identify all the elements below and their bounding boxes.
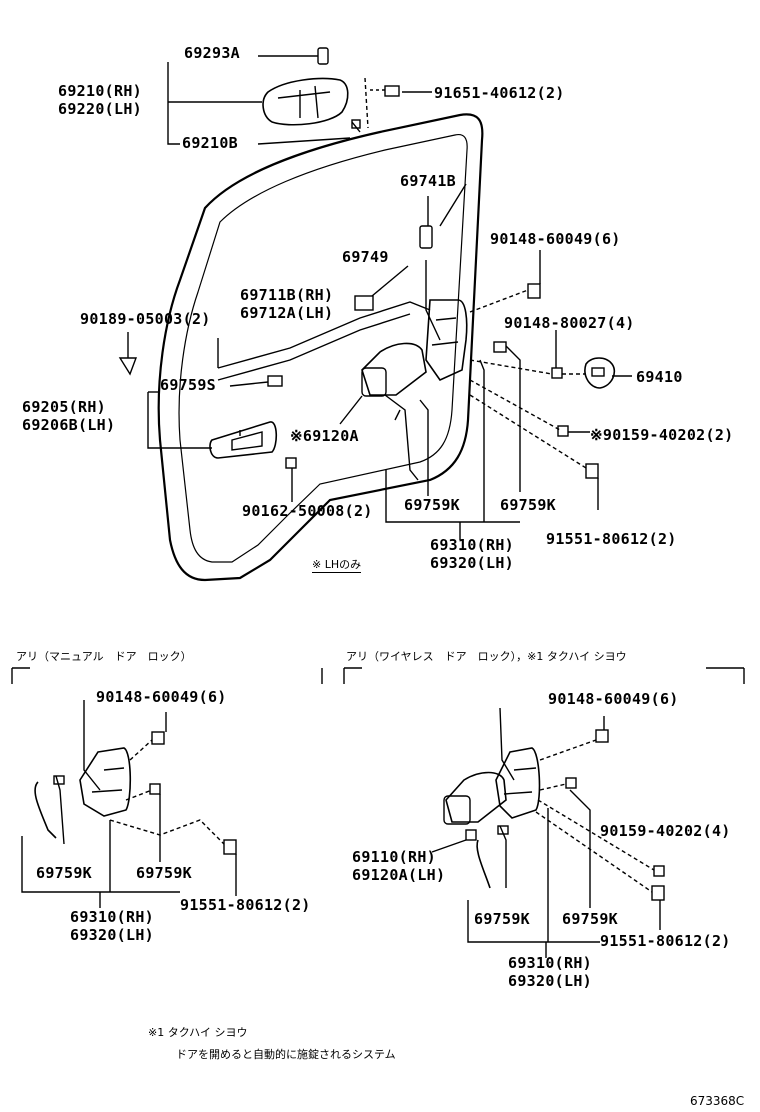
label-69120A: ※69120A bbox=[290, 427, 359, 445]
footnote-line1: ※1 タクハイ シヨウ bbox=[148, 1026, 248, 1039]
lh-only-note: ※ LHのみ bbox=[312, 558, 362, 573]
label-90189: 90189-05003(2) bbox=[80, 310, 211, 328]
label-90148-60049: 90148-60049(6) bbox=[490, 230, 621, 248]
striker bbox=[584, 357, 616, 389]
right-label-69320: 69320(LH) bbox=[508, 972, 592, 990]
right-label-69120A: 69120A(LH) bbox=[352, 866, 446, 884]
lock-assembly-wireless bbox=[495, 707, 541, 819]
label-69205: 69205(RH) bbox=[22, 398, 106, 416]
label-69210-rh: 69210(RH) bbox=[58, 82, 142, 100]
inside-handle bbox=[209, 421, 278, 459]
door-lock-actuator-lower bbox=[443, 771, 507, 825]
label-90162: 90162-50008(2) bbox=[242, 502, 373, 520]
right-label-91551: 91551-80612(2) bbox=[600, 932, 731, 950]
right-label-69110: 69110(RH) bbox=[352, 848, 436, 866]
label-90159: ※90159-40202(2) bbox=[590, 426, 734, 444]
right-label-69759K-b: 69759K bbox=[562, 910, 618, 928]
label-69410: 69410 bbox=[636, 368, 683, 386]
right-label-69759K-a: 69759K bbox=[474, 910, 530, 928]
label-69759S: 69759S bbox=[160, 376, 216, 394]
label-69712A: 69712A(LH) bbox=[240, 304, 334, 322]
right-label-90148: 90148-60049(6) bbox=[548, 690, 679, 708]
lock-assembly-manual bbox=[79, 700, 132, 817]
label-69749: 69749 bbox=[342, 248, 389, 266]
label-69310: 69310(RH) bbox=[430, 536, 514, 554]
label-69220-lh: 69220(LH) bbox=[58, 100, 142, 118]
left-label-69759K-a: 69759K bbox=[36, 864, 92, 882]
label-69711B: 69711B(RH) bbox=[240, 286, 334, 304]
right-label-90159: 90159-40202(4) bbox=[600, 822, 731, 840]
left-label-91551: 91551-80612(2) bbox=[180, 896, 311, 914]
screw-91651 bbox=[370, 85, 400, 97]
footnote-line2: ドアを開めると自動的に施錠されるシステム bbox=[176, 1048, 396, 1061]
left-label-69759K-b: 69759K bbox=[136, 864, 192, 882]
diagram-id: 673368C bbox=[690, 1094, 745, 1108]
door-lock-actuator bbox=[361, 342, 427, 397]
label-69206B: 69206B(LH) bbox=[22, 416, 116, 434]
label-69320: 69320(LH) bbox=[430, 554, 514, 572]
label-69759K-b: 69759K bbox=[500, 496, 556, 514]
label-91651: 91651-40612(2) bbox=[434, 84, 565, 102]
door-frame bbox=[157, 113, 484, 582]
label-91551: 91551-80612(2) bbox=[546, 530, 677, 548]
label-90148-80027: 90148-80027(4) bbox=[504, 314, 635, 332]
left-label-90148: 90148-60049(6) bbox=[96, 688, 227, 706]
handle-cap bbox=[317, 47, 329, 65]
label-69741B: 69741B bbox=[400, 172, 456, 190]
lock-assembly bbox=[425, 299, 468, 382]
right-label-69310: 69310(RH) bbox=[508, 954, 592, 972]
left-panel-title: アリ（マニュアル ドア ロック） bbox=[16, 650, 192, 663]
outside-handle bbox=[262, 77, 349, 126]
left-label-69310: 69310(RH) bbox=[70, 908, 154, 926]
right-panel-title: アリ（ワイヤレス ドア ロック），※1 タクハイ シヨウ bbox=[346, 650, 627, 663]
label-69759K-a: 69759K bbox=[404, 496, 460, 514]
left-label-69320: 69320(LH) bbox=[70, 926, 154, 944]
label-69210B: 69210B bbox=[182, 134, 238, 152]
label-69293A: 69293A bbox=[184, 44, 240, 62]
